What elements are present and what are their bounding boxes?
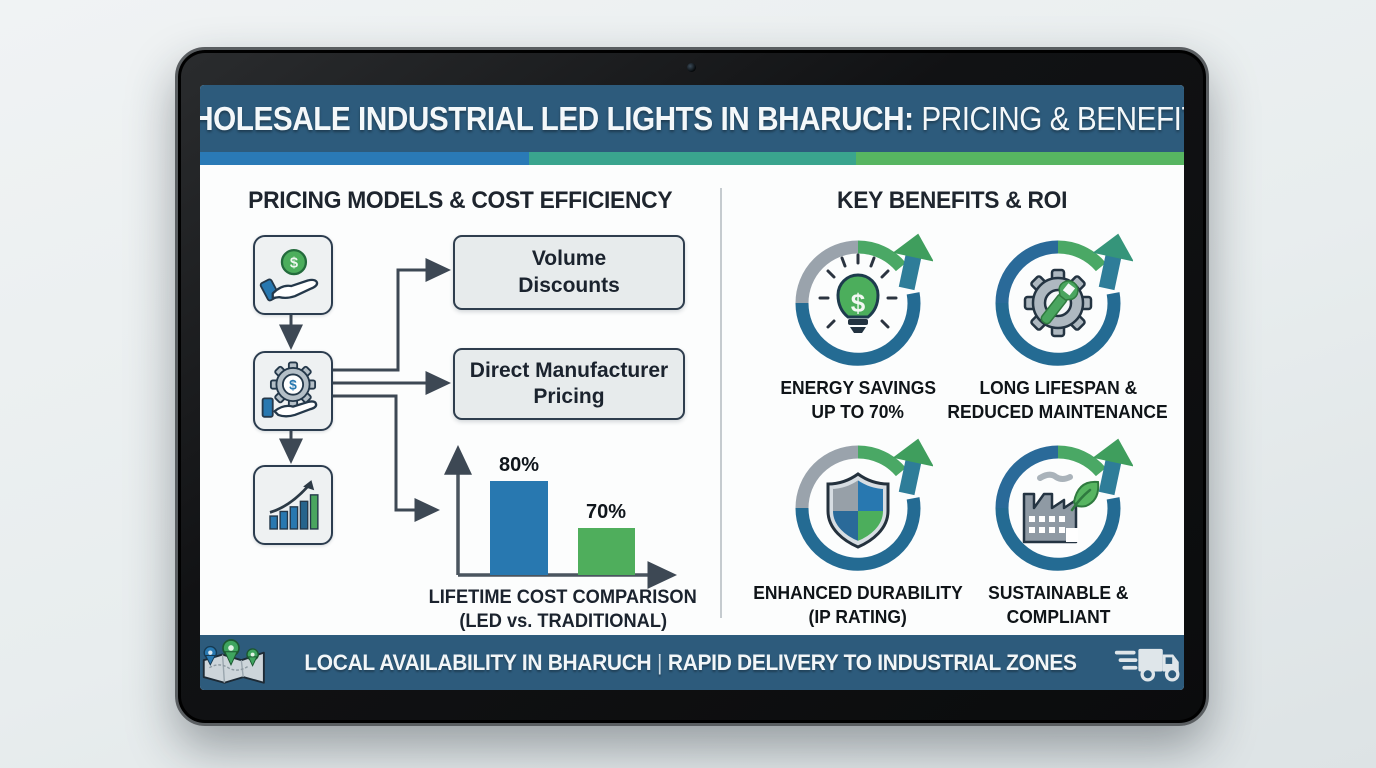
infographic-screen: WHOLESALE INDUSTRIAL LED LIGHTS IN BHARU… — [200, 85, 1184, 690]
shield-glyph — [826, 472, 890, 549]
chart-caption: LIFETIME COST COMPARISON (LED vs. TRADIT… — [428, 587, 698, 632]
hand-coin-glyph: $ — [259, 248, 319, 302]
svg-text:$: $ — [290, 256, 298, 272]
accent-stripe — [200, 152, 1184, 165]
page-title: WHOLESALE INDUSTRIAL LED LIGHTS IN BHARU… — [200, 100, 1184, 138]
gear-dollar-hand-icon: $ — [253, 351, 333, 431]
delivery-truck-icon — [1114, 648, 1180, 682]
svg-text:$: $ — [851, 288, 866, 318]
map-pin-green-small — [246, 647, 259, 667]
right-section-title: KEY BENEFITS & ROI — [836, 187, 1068, 214]
gear-dollar-glyph: $ — [261, 361, 318, 418]
gear-wrench-icon — [995, 233, 1133, 366]
footer-text: LOCAL AVAILABILITY IN BHARUCH|RAPID DELI… — [303, 649, 1077, 675]
factory-glyph — [1022, 471, 1100, 544]
flow-box-label: Volume — [531, 247, 607, 271]
bulb-dollar-icon: $ — [795, 233, 933, 366]
growth-bars-glyph — [269, 480, 319, 530]
benefit-label-long-lifespan: LONG LIFESPAN &REDUCED MAINTENANCE — [947, 378, 1169, 423]
benefit-label-sustainable: SUSTAINABLE &COMPLIANT — [987, 583, 1129, 628]
flow-box-direct-manufacturer: Direct Manufacturer Pricing — [453, 348, 685, 420]
bulb-glyph: $ — [818, 253, 898, 333]
tablet-device-frame: WHOLESALE INDUSTRIAL LED LIGHTS IN BHARU… — [175, 47, 1209, 726]
page-title-strong: WHOLESALE INDUSTRIAL LED LIGHTS IN BHARU… — [200, 99, 914, 137]
benefit-label-enhanced-durability: ENHANCED DURABILITY(IP RATING) — [753, 583, 963, 628]
lifetime-cost-bar-chart: 80% 70% — [458, 448, 672, 575]
svg-text:$: $ — [289, 377, 297, 393]
flow-box-label: Direct Manufacturer — [469, 358, 669, 382]
shield-icon — [795, 438, 933, 571]
flowchart-connectors — [279, 258, 677, 589]
page-title-light: PRICING & BENEFITS — [921, 99, 1184, 137]
factory-leaf-icon — [995, 438, 1133, 571]
section-divider — [720, 188, 722, 618]
map-pin-blue — [203, 645, 218, 666]
accent-stripe-blue — [200, 152, 529, 165]
accent-stripe-teal — [528, 152, 857, 165]
flow-box-label: Pricing — [533, 385, 605, 408]
hand-coin-icon: $ — [253, 235, 333, 315]
accent-stripe-green — [856, 152, 1184, 165]
gear-wrench-glyph — [1023, 268, 1093, 338]
map-pin-green-large — [222, 638, 240, 666]
flow-box-volume-discounts: Volume Discounts — [453, 235, 685, 310]
chart-bar-led — [490, 481, 548, 575]
growth-bars-icon — [253, 465, 333, 545]
content-area: PRICING MODELS & COST EFFICIENCY KEY BEN… — [200, 165, 1184, 635]
chart-bar-value-led: 80% — [498, 454, 540, 477]
chart-bar-traditional — [578, 528, 635, 575]
chart-bar-value-traditional: 70% — [585, 501, 627, 524]
map-pins-icon — [202, 638, 265, 684]
left-section-title: PRICING MODELS & COST EFFICIENCY — [247, 187, 673, 214]
header-bar: WHOLESALE INDUSTRIAL LED LIGHTS IN BHARU… — [200, 85, 1184, 152]
flow-box-label: Discounts — [518, 273, 620, 297]
camera-dot-icon — [687, 63, 696, 72]
footer-bar: LOCAL AVAILABILITY IN BHARUCH|RAPID DELI… — [200, 635, 1184, 690]
footer-separator: | — [656, 649, 662, 675]
